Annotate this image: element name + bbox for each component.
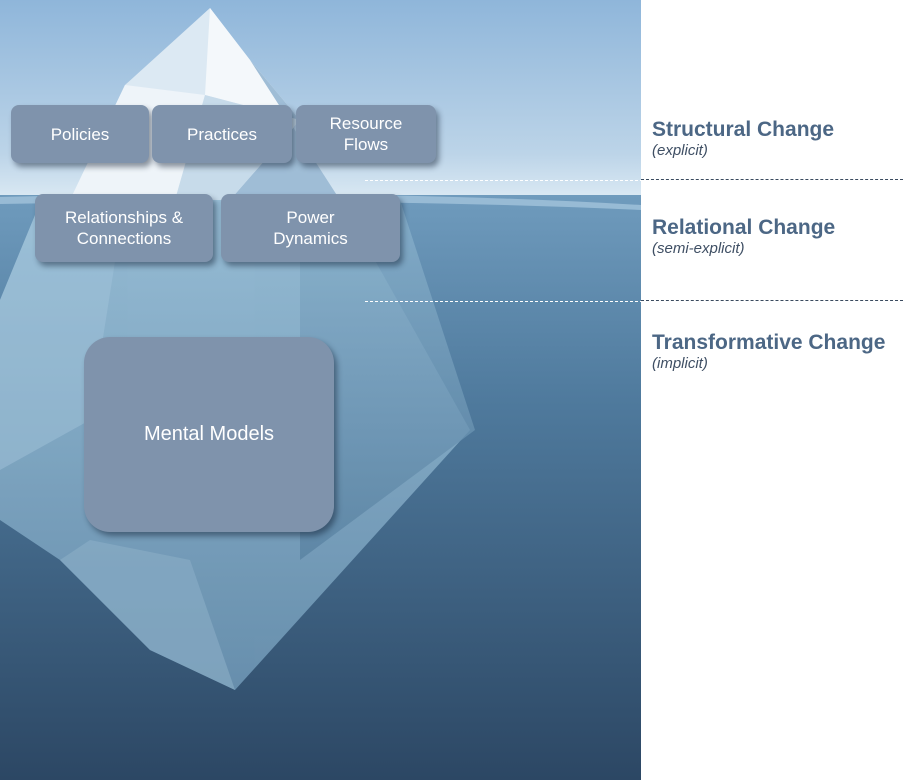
level-relational-subtitle: (semi-explicit) — [652, 240, 745, 257]
power-dynamics-box: Power Dynamics — [221, 194, 400, 262]
level-transformative-title: Transformative Change — [652, 331, 886, 354]
level-structural: Structural Change (explicit) — [652, 118, 834, 160]
level-structural-subtitle: (explicit) — [652, 142, 708, 159]
divider-relational-transformative — [365, 300, 903, 302]
policies-box: Policies — [11, 105, 149, 163]
resource-flows-box: Resource Flows — [296, 105, 436, 163]
mental-models-box: Mental Models — [84, 337, 334, 532]
relationships-connections-box: Relationships & Connections — [35, 194, 213, 262]
level-relational-title: Relational Change — [652, 216, 836, 239]
divider-structural-relational — [365, 179, 903, 181]
level-relational: Relational Change (semi-explicit) — [652, 216, 835, 258]
practices-box: Practices — [152, 105, 292, 163]
level-transformative: Transformative Change (implicit) — [652, 331, 885, 373]
level-transformative-subtitle: (implicit) — [652, 355, 708, 372]
level-structural-title: Structural Change — [652, 118, 835, 141]
